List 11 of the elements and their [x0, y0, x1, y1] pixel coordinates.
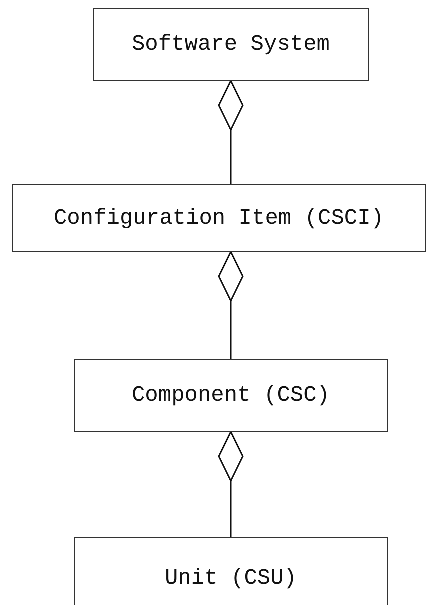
class-box: [93, 8, 369, 81]
class-box: [74, 537, 388, 605]
aggregation-line: [218, 431, 244, 537]
class-name: Unit (CSU): [164, 566, 298, 590]
class-box: [74, 359, 388, 432]
aggregation-line: [218, 80, 244, 184]
class-box: [12, 184, 426, 252]
class-name: Component (CSC): [132, 383, 330, 408]
aggregation-line: [218, 251, 244, 359]
class-name: Configuration Item (CSCI): [54, 206, 384, 230]
class-name: Software System: [132, 32, 330, 57]
